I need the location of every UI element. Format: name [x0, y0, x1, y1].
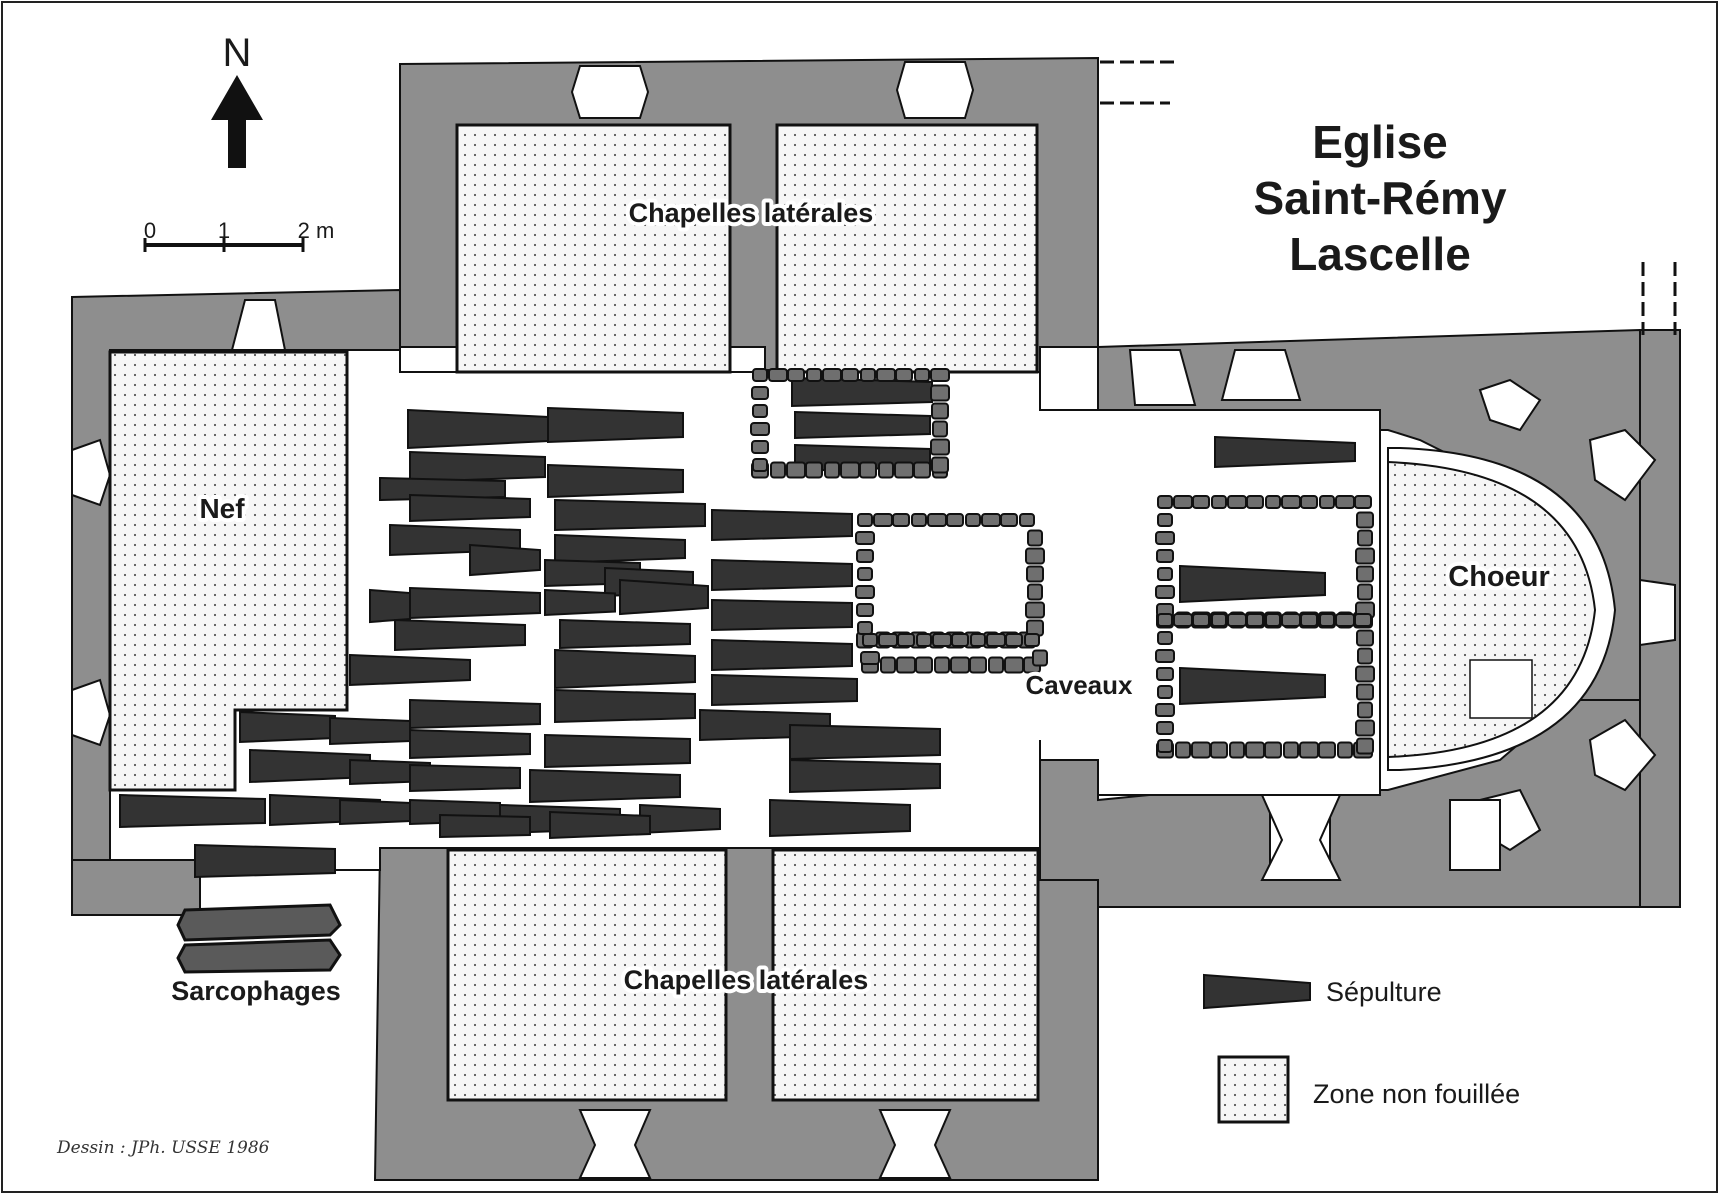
burial	[1214, 435, 1356, 469]
burial	[554, 648, 696, 690]
label-choir: Choeur	[1448, 561, 1550, 593]
burial	[554, 533, 686, 565]
burial	[409, 698, 541, 730]
sarcophagi	[176, 903, 342, 974]
burial	[789, 723, 941, 761]
burial	[544, 588, 616, 617]
burial	[549, 810, 651, 840]
burial	[554, 688, 696, 724]
title-line-2: Saint-Rémy	[1253, 172, 1506, 224]
scale-bar-icon: 0 1 2 m	[143, 218, 335, 252]
burial	[469, 543, 541, 577]
nave-zone	[108, 350, 349, 792]
label-vaults: Caveaux	[1026, 670, 1133, 700]
burial	[409, 728, 531, 760]
burial	[1179, 666, 1326, 706]
burial	[791, 376, 933, 408]
burial	[619, 578, 709, 616]
burial	[409, 493, 531, 523]
vault-north	[750, 368, 950, 479]
burial	[711, 598, 853, 632]
burial	[194, 843, 336, 879]
vault-east-lower	[1155, 613, 1375, 759]
burial	[711, 673, 858, 707]
burial	[769, 798, 911, 838]
label-nave: Nef	[199, 493, 245, 524]
choir-altar	[1469, 659, 1533, 719]
burial	[547, 406, 684, 444]
drawing-credit: Dessin : JPh. USSE 1986	[56, 1138, 270, 1158]
legend: Sépulture Zone non fouillée	[1203, 973, 1520, 1124]
wall-extensions	[1100, 60, 1677, 335]
burial	[554, 498, 706, 532]
burial	[1179, 564, 1326, 604]
burial	[544, 733, 691, 769]
scale-tick-1: 1	[218, 218, 230, 243]
map-title: Eglise Saint-Rémy Lascelle	[1253, 116, 1506, 280]
chapel-south-2	[771, 848, 1040, 1102]
label-sarcophagi: Sarcophages	[171, 976, 341, 1006]
sarcophagus	[176, 938, 342, 974]
burial	[529, 768, 681, 804]
burial	[119, 793, 266, 829]
legend-unexcavated-label: Zone non fouillée	[1313, 1079, 1520, 1109]
north-arrow-icon: N	[211, 31, 263, 168]
vaults	[750, 368, 1375, 759]
burial	[409, 586, 541, 620]
burial	[789, 758, 941, 794]
window-splays	[71, 61, 1342, 1179]
burial	[239, 710, 336, 744]
burial	[794, 410, 931, 440]
title-line-3: Lascelle	[1289, 228, 1471, 280]
burial	[711, 638, 853, 672]
legend-unexcavated-swatch	[1217, 1055, 1290, 1124]
burial	[711, 508, 853, 542]
burial	[394, 618, 526, 652]
north-label: N	[223, 31, 252, 75]
choir-apse-inner	[1387, 460, 1597, 759]
legend-burial-label: Sépulture	[1326, 977, 1442, 1007]
chapel-south-1	[446, 848, 728, 1102]
burial	[711, 558, 853, 592]
burial	[559, 618, 691, 650]
title-line-1: Eglise	[1312, 116, 1448, 168]
burial	[349, 653, 471, 687]
burial	[369, 588, 411, 624]
chapel-north-1	[455, 123, 732, 374]
chapel-north-2	[775, 123, 1039, 374]
burial	[409, 450, 546, 484]
burial	[329, 716, 411, 746]
burial	[547, 463, 684, 499]
burials	[119, 376, 1356, 879]
unexcavated-zones	[108, 123, 1040, 1102]
burial	[339, 798, 411, 826]
vault-central	[855, 513, 1045, 649]
burial	[639, 803, 721, 835]
scale-tick-0: 0	[144, 218, 156, 243]
burial	[439, 813, 531, 839]
burial	[409, 763, 521, 793]
vault-central-south	[860, 633, 1048, 674]
label-chapels-north: Chapelles latérales	[629, 198, 874, 228]
scale-tick-2: 2 m	[298, 218, 335, 243]
label-chapels-south: Chapelles latérales	[624, 965, 869, 995]
legend-burial-swatch	[1203, 973, 1311, 1010]
sarcophagus	[176, 903, 342, 942]
burial	[407, 408, 549, 450]
